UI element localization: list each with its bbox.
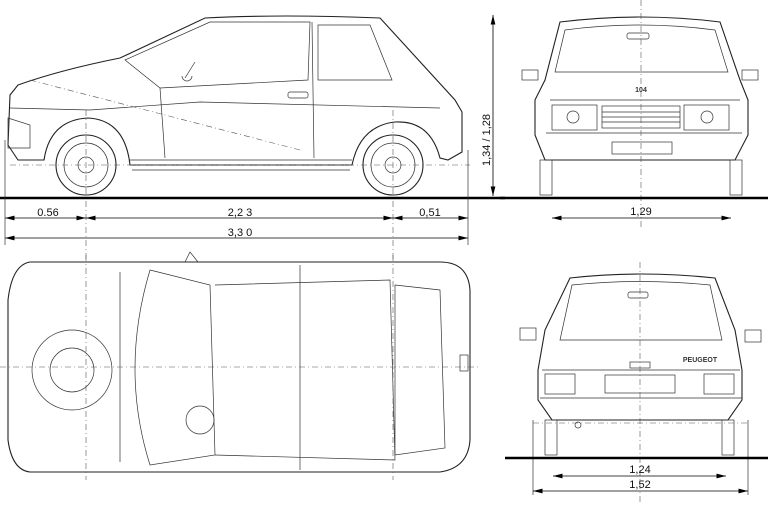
- front-width-label: 1,29: [630, 206, 651, 218]
- front-overhang-label: 0.56: [37, 207, 58, 219]
- front-dimensions: 1,29: [552, 206, 731, 221]
- rear-dimensions: 1,24 1,52: [533, 464, 748, 494]
- rear-overhang-label: 0,51: [419, 207, 440, 219]
- front-badge: 104: [635, 87, 647, 94]
- rear-width-label: 1,52: [629, 479, 650, 491]
- rear-view: PEUGEOT: [519, 262, 762, 505]
- overall-length-label: 3,3 0: [228, 227, 252, 239]
- top-view: [0, 251, 480, 480]
- wheelbase-label: 2,2 3: [228, 207, 252, 219]
- rear-track-label: 1,24: [629, 464, 650, 476]
- front-view: 104: [521, 0, 759, 230]
- rear-badge: PEUGEOT: [683, 357, 718, 364]
- side-view: [7, 15, 470, 260]
- side-dimensions: 0.56 2,2 3 0,51 3,3 0 1,34 / 1,28: [4, 15, 496, 245]
- height-label: 1,34 / 1,28: [481, 114, 493, 166]
